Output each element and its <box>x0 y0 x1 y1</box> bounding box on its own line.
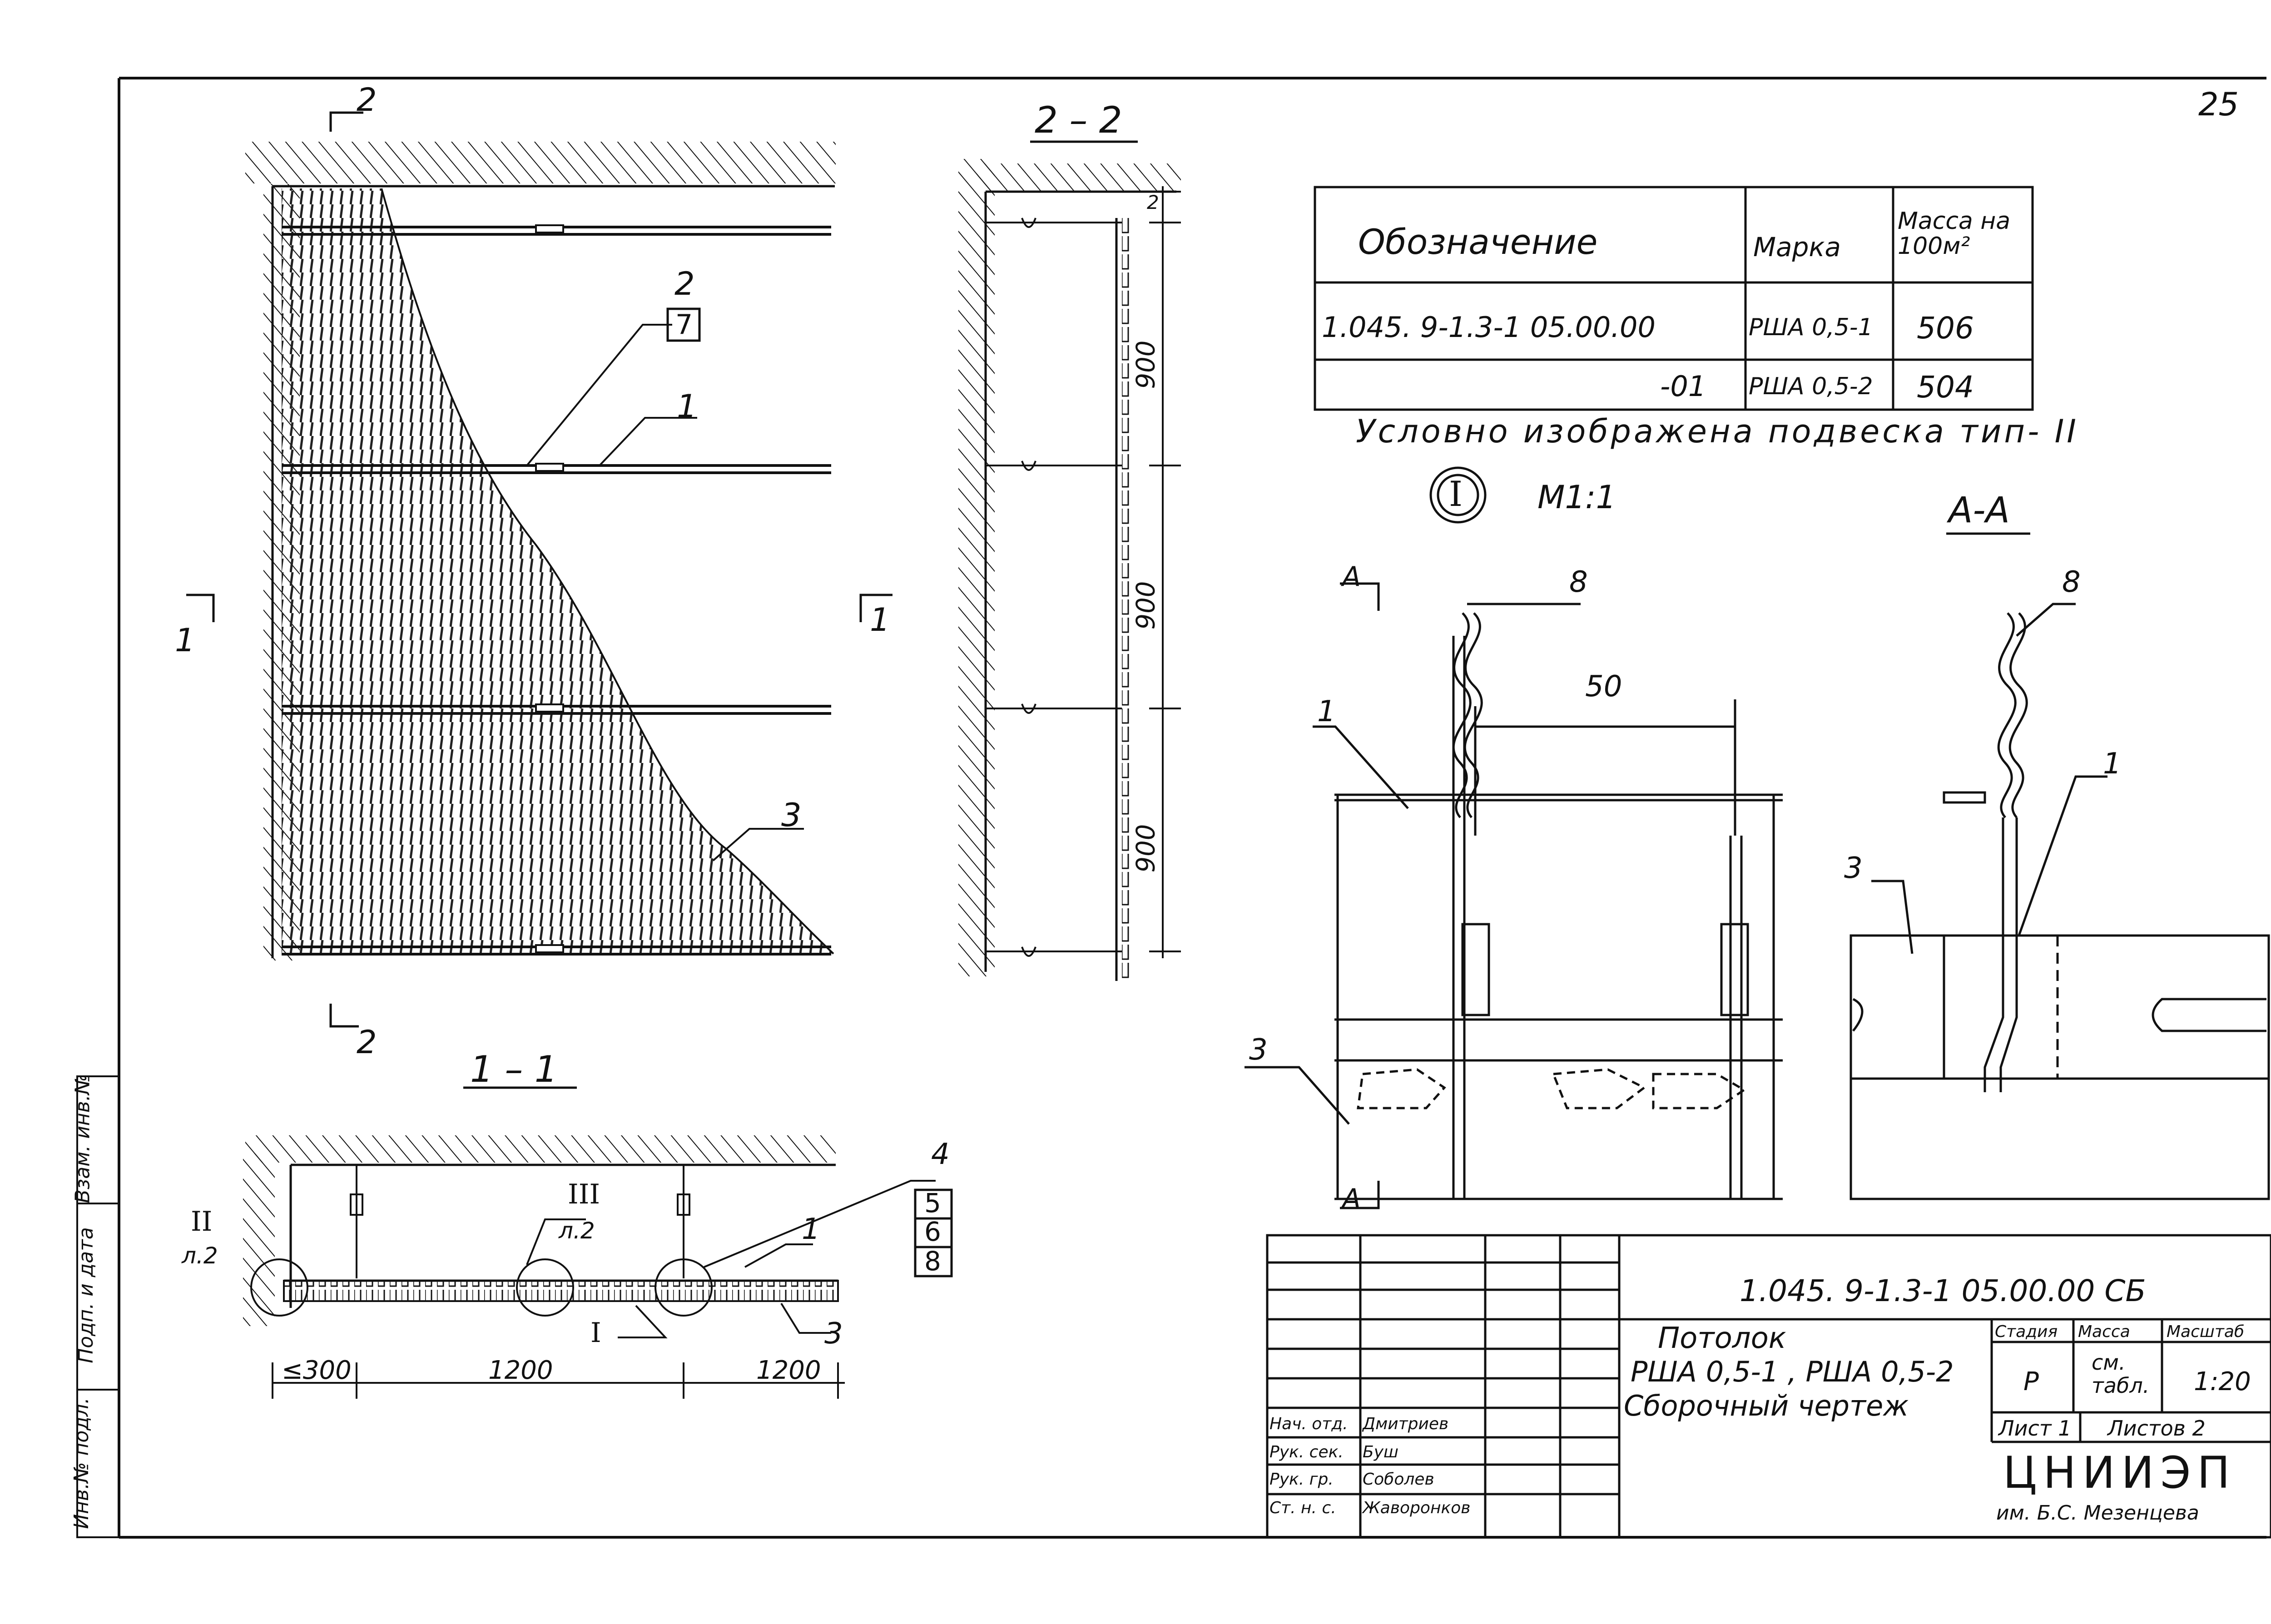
name-4: Жаворонков <box>1363 1499 1471 1517</box>
title-line-1: Потолок <box>1658 1322 1786 1355</box>
spec-row1-mark: РША 0,5-1 <box>1749 314 1873 341</box>
callout-5: 5 <box>924 1188 941 1218</box>
role-2: Рук. сек. <box>1269 1443 1344 1461</box>
spec-header-designation: Обозначение <box>1358 222 1598 262</box>
dim-1200-a: 1200 <box>488 1356 553 1385</box>
stage-value: Р <box>2023 1367 2039 1396</box>
mass-value: см. табл. <box>2092 1350 2150 1398</box>
name-1: Дмитриев <box>1363 1415 1449 1433</box>
plan-wall-hatch-top <box>245 142 836 183</box>
dim-900-c: 900 <box>1131 824 1161 873</box>
cut-mark-1-right: 1 <box>870 601 890 639</box>
callout-1-s11: 1 <box>802 1213 820 1246</box>
callout-8-aa: 8 <box>2062 565 2081 599</box>
left-stamp-strip <box>77 1076 119 1537</box>
callout-3-aa: 3 <box>1844 852 1863 885</box>
sheet-label: Лист 1 <box>1998 1416 2072 1441</box>
name-3: Соболев <box>1363 1470 1434 1489</box>
title-block-frame <box>1267 1235 2271 1537</box>
callout-1-plan: 1 <box>677 388 697 425</box>
section-1-1-title: 1 – 1 <box>470 1048 558 1090</box>
plan-cut-marks <box>186 113 893 1026</box>
stage-header: Стадия <box>1995 1322 2058 1341</box>
title-line-3: Сборочный чертеж <box>1624 1389 1909 1422</box>
title-line-2: РША 0,5-1 , РША 0,5-2 <box>1631 1355 1954 1388</box>
callout-1-detail: 1 <box>1317 695 1336 728</box>
org-subname: им. Б.С. Мезенцева <box>1996 1501 2199 1525</box>
callout-2: 2 <box>674 265 695 302</box>
callout-3-detail: 3 <box>1249 1033 1268 1067</box>
detail-I <box>1245 468 1783 1208</box>
section-2-2-title: 2 – 2 <box>1035 99 1122 141</box>
sheets-label: Листов 2 <box>2107 1416 2206 1441</box>
section-2-2 <box>958 142 1181 981</box>
spec-row2-mark: РША 0,5-2 <box>1749 373 1873 400</box>
detail-cut-a-top: А <box>1342 561 1361 593</box>
callout-roman-1: I <box>590 1317 601 1349</box>
scale-value: 1:20 <box>2194 1367 2251 1396</box>
spec-row2-mass: 504 <box>1917 370 1974 405</box>
spec-header-mark: Марка <box>1753 232 1841 262</box>
plan-panels-fill <box>282 188 833 954</box>
callout-3-plan: 3 <box>781 797 802 834</box>
doc-code: 1.045. 9-1.3-1 05.00.00 СБ <box>1740 1273 2146 1308</box>
page-number: 25 <box>2198 86 2239 123</box>
detail-dim-50: 50 <box>1585 670 1622 703</box>
plan-leaders <box>527 325 804 861</box>
dim-900-b: 900 <box>1131 581 1161 630</box>
strip-label-3: Взам. инв.№ <box>71 1074 94 1203</box>
cut-mark-2-bottom: 2 <box>357 1024 377 1061</box>
callout-sheet-ref-mid: л.2 <box>559 1218 595 1244</box>
callout-8-box: 8 <box>924 1246 941 1277</box>
note-text: Условно изображена подвеска тип- II <box>1356 413 2079 450</box>
callout-roman-2: II <box>191 1206 213 1238</box>
mass-header: Масса <box>2078 1322 2130 1341</box>
strip-label-1: Инв.№ подл. <box>69 1397 93 1529</box>
dim-le300: ≤300 <box>282 1356 352 1385</box>
org-name: ЦНИИЭП <box>2003 1447 2236 1498</box>
section-A-A <box>1851 534 2269 1199</box>
callout-sheet-ref-left: л.2 <box>182 1243 218 1269</box>
section-aa-title: А-А <box>1949 490 2010 531</box>
callout-4: 4 <box>931 1138 950 1171</box>
spec-row2-designation: -01 <box>1660 370 1706 403</box>
callout-3-s11: 3 <box>824 1317 843 1351</box>
scale-header: Масштаб <box>2167 1322 2245 1341</box>
role-4: Ст. н. с. <box>1269 1499 1336 1517</box>
callout-6: 6 <box>924 1216 941 1247</box>
section-1-1 <box>243 1088 952 1399</box>
name-2: Буш <box>1363 1443 1398 1461</box>
plan-view <box>186 113 893 1026</box>
spec-header-mass: Масса на 100м² <box>1898 208 2011 260</box>
strip-label-2: Подп. и дата <box>74 1227 98 1363</box>
callout-7: 7 <box>675 309 693 341</box>
callout-roman-3: III <box>568 1178 600 1210</box>
spec-row1-designation: 1.045. 9-1.3-1 05.00.00 <box>1322 311 1656 344</box>
role-3: Рук. гр. <box>1269 1470 1334 1489</box>
callout-1-aa: 1 <box>2103 747 2122 781</box>
detail-cut-a-bottom: А <box>1342 1183 1361 1215</box>
spec-table-frame <box>1315 187 2033 410</box>
cut-mark-1-left: 1 <box>175 622 195 659</box>
dim-1200-b: 1200 <box>756 1356 821 1385</box>
dim-top-2: 2 <box>1147 191 1159 213</box>
callout-8-detail: 8 <box>1569 565 1588 599</box>
spec-row1-mass: 506 <box>1917 311 1974 346</box>
dim-900-a: 900 <box>1131 340 1161 389</box>
detail-scale: М1:1 <box>1537 479 1616 516</box>
role-1: Нач. отд. <box>1269 1415 1348 1433</box>
cut-mark-2-top: 2 <box>357 81 377 119</box>
detail-id: I <box>1449 474 1463 514</box>
